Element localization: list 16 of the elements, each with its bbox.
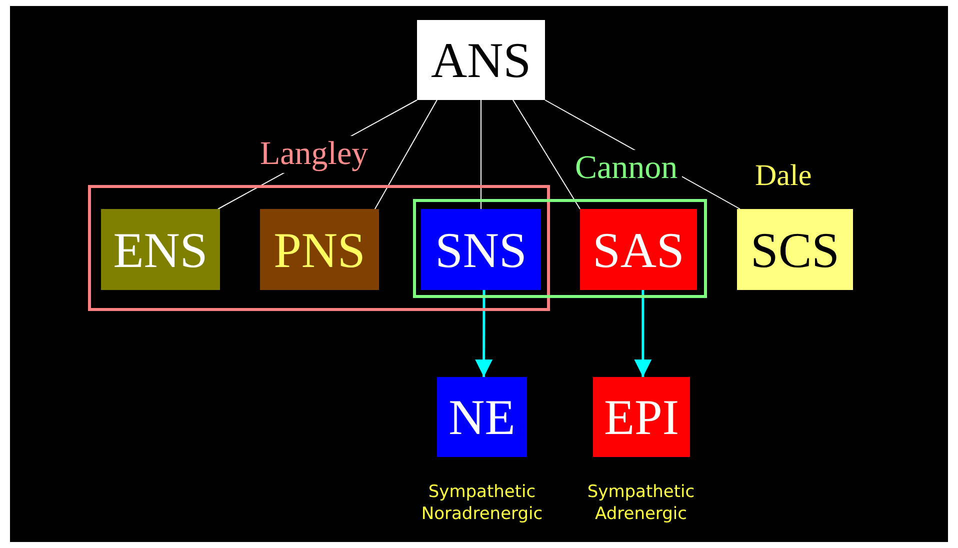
label-box: NE	[437, 377, 527, 457]
connector-line	[480, 100, 482, 210]
label-box: SAS	[580, 209, 697, 290]
caption-text: Sympathetic Adrenergic	[586, 481, 696, 526]
label-box: PNS	[260, 209, 379, 290]
label-box: SCS	[737, 209, 853, 290]
label-box: ENS	[101, 209, 220, 290]
connector-line	[374, 100, 438, 210]
arrow	[634, 290, 652, 377]
label-box: EPI	[593, 377, 690, 457]
caption-text: Sympathetic Noradrenergic	[420, 481, 544, 526]
arrow	[475, 290, 493, 377]
label-box: ANS	[417, 20, 545, 100]
caption-text: Dale	[755, 159, 812, 193]
connector-line	[512, 100, 580, 210]
label-box: SNS	[421, 209, 541, 290]
